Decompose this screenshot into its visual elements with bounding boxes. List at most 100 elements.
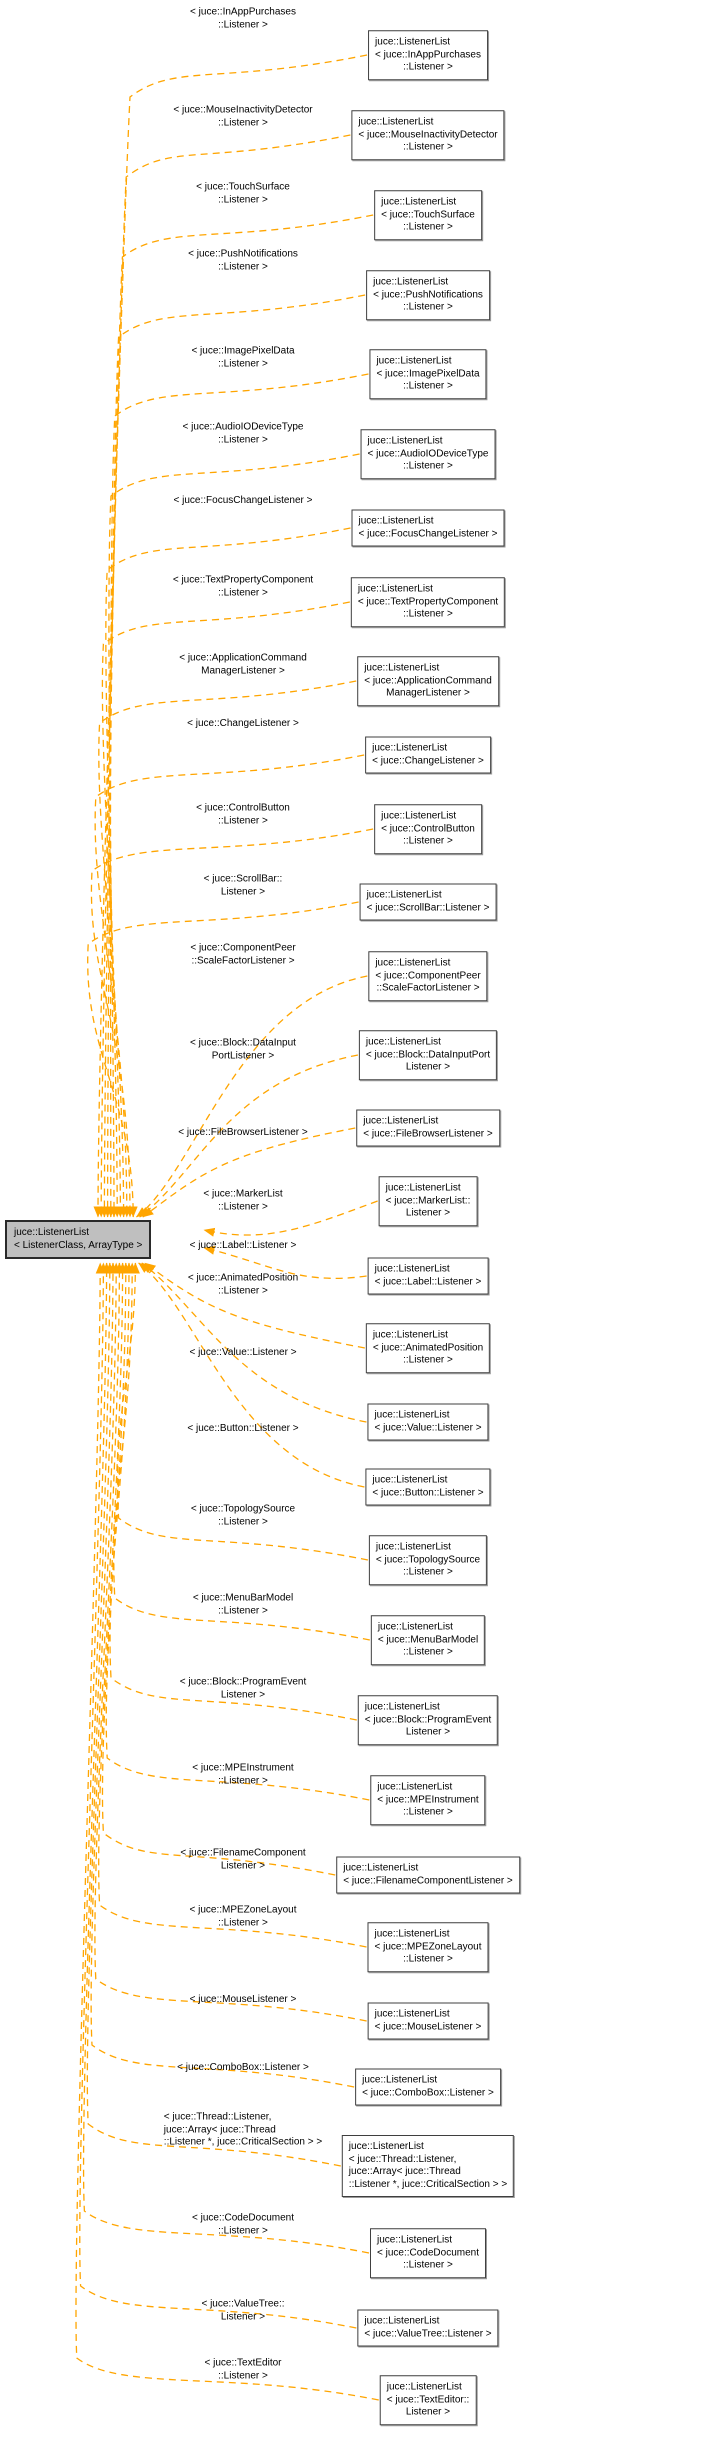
- node-text-line: < juce::CodeDocument: [376, 2246, 480, 2258]
- node-text-line: ::Listener >: [403, 380, 453, 392]
- node-text-line: juce::ListenerList: [386, 2381, 462, 2393]
- edge-path: [79, 1262, 357, 2329]
- node-text-line: juce::ListenerList: [363, 1115, 439, 1127]
- node-text-line: juce::ListenerList: [381, 196, 457, 208]
- node-text-line: < juce::ComponentPeer: [375, 969, 481, 981]
- instantiated-class-node[interactable]: juce::ListenerList< juce::ImagePixelData…: [369, 349, 487, 399]
- node-text-line: < juce::Block::ProgramEvent: [364, 1713, 492, 1725]
- node-text-line: ::Listener >: [403, 1953, 453, 1965]
- node-text-line: juce::ListenerList: [358, 515, 434, 527]
- node-text-line: juce::ListenerList: [372, 1329, 448, 1341]
- instantiated-class-node[interactable]: juce::ListenerList< juce::MouseInactivit…: [351, 110, 505, 160]
- node-text-line: < juce::TopologySource: [375, 1553, 481, 1565]
- instantiated-class-node[interactable]: juce::ListenerList< juce::ComboBox::List…: [355, 2068, 501, 2106]
- instantiated-class-node[interactable]: juce::ListenerList< juce::Thread::Listen…: [341, 2135, 515, 2197]
- node-text-line: < juce::InAppPurchases: [375, 48, 481, 60]
- node-text-line: ::Listener >: [403, 61, 453, 73]
- instantiated-class-node[interactable]: juce::ListenerList< juce::Value::Listene…: [367, 1403, 489, 1441]
- main-node-line: < ListenerClass, ArrayType >: [14, 1239, 143, 1251]
- instantiated-class-node[interactable]: juce::ListenerList< juce::Block::Program…: [357, 1695, 499, 1745]
- instantiated-class-node[interactable]: juce::ListenerList< juce::MenuBarModel::…: [370, 1615, 486, 1665]
- node-text-line: juce::ListenerList: [373, 276, 449, 288]
- edge-path: [98, 1262, 367, 1948]
- edge-path: [144, 1262, 365, 1349]
- edge-path: [138, 1262, 365, 1488]
- instantiated-class-node[interactable]: juce::ListenerList< juce::TopologySource…: [368, 1535, 488, 1585]
- instantiated-class-node[interactable]: juce::ListenerList< juce::ScrollBar::Lis…: [359, 883, 497, 921]
- edge-path: [136, 975, 368, 1218]
- edge-path: [75, 1262, 379, 2401]
- edge-path: [101, 1262, 336, 1876]
- edge-path: [106, 373, 369, 1218]
- instantiated-class-node[interactable]: juce::ListenerList< juce::Button::Listen…: [365, 1468, 491, 1506]
- instantiated-class-node[interactable]: juce::ListenerList< juce::MarkerList::Li…: [378, 1176, 478, 1226]
- node-text-line: < juce::ChangeListener >: [372, 755, 484, 766]
- node-text-line: juce::ListenerList: [374, 1263, 450, 1275]
- node-text-line: < juce::MPEZoneLayout: [374, 1940, 482, 1952]
- node-text-line: < juce::ComboBox::Listener >: [362, 2087, 494, 2098]
- instantiated-class-node[interactable]: juce::ListenerList< juce::TextPropertyCo…: [350, 577, 506, 627]
- node-text-line: < juce::MenuBarModel: [377, 1633, 479, 1645]
- node-text-line: ::Listener >: [403, 301, 453, 313]
- node-text-line: Listener >: [405, 1207, 451, 1219]
- instantiated-class-node[interactable]: juce::ListenerList< juce::FilenameCompon…: [336, 1856, 520, 1894]
- node-text-line: ::Listener >: [403, 1646, 453, 1658]
- node-text-line: ::Listener >: [403, 608, 453, 620]
- edge-path: [96, 134, 351, 1218]
- instantiated-class-node[interactable]: juce::ListenerList< juce::MPEInstrument:…: [370, 1775, 486, 1825]
- instantiated-class-node[interactable]: juce::ListenerList< juce::TouchSurface::…: [374, 190, 482, 240]
- edge-path: [116, 1262, 369, 1561]
- node-text-line: juce::ListenerList: [365, 1036, 441, 1048]
- node-text-line: < juce::Label::Listener >: [374, 1276, 482, 1287]
- node-text-line: juce::ListenerList: [372, 1474, 448, 1486]
- edge-path: [141, 1262, 367, 1423]
- instantiated-class-node[interactable]: juce::ListenerList< juce::TextEditor::Li…: [379, 2375, 477, 2425]
- node-text-line: < juce::ApplicationCommand: [364, 674, 492, 686]
- node-text-line: juce::ListenerList: [364, 662, 440, 674]
- node-text-line: < juce::ImagePixelData: [376, 367, 480, 379]
- node-text-line: < juce::MPEInstrument: [377, 1793, 479, 1805]
- node-text-line: ::Listener >: [403, 460, 453, 472]
- instantiated-class-node[interactable]: juce::ListenerList< juce::FileBrowserLis…: [356, 1109, 500, 1147]
- node-text-line: juce::ListenerList: [375, 36, 451, 48]
- node-text-line: juce::ListenerList: [377, 1621, 453, 1633]
- node-text-line: < juce::Value::Listener >: [374, 1422, 482, 1433]
- instantiated-class-node[interactable]: juce::ListenerList< juce::MPEZoneLayout:…: [367, 1922, 489, 1972]
- node-text-line: juce::ListenerList: [374, 1928, 450, 1940]
- edge-path: [103, 294, 366, 1218]
- edge-path: [99, 214, 374, 1218]
- instantiated-class-node[interactable]: juce::ListenerList< juce::FocusChangeLis…: [351, 509, 505, 547]
- node-text-line: ::Listener *, juce::CriticalSection > >: [348, 2178, 508, 2190]
- node-text-line: < juce::FocusChangeListener >: [358, 528, 498, 539]
- instantiated-class-node[interactable]: juce::ListenerList< juce::PushNotificati…: [366, 270, 490, 320]
- instantiated-class-node[interactable]: juce::ListenerList< juce::InAppPurchases…: [368, 30, 488, 80]
- node-text-line: < juce::ControlButton: [381, 822, 475, 834]
- instantiated-class-node[interactable]: juce::ListenerList< juce::ApplicationCom…: [357, 656, 499, 706]
- instantiated-class-node[interactable]: juce::ListenerList< juce::ComponentPeer:…: [368, 951, 488, 1001]
- instantiated-class-node[interactable]: juce::ListenerList< juce::Block::DataInp…: [358, 1030, 498, 1080]
- edge-path: [82, 1262, 370, 2254]
- node-text-line: juce::ListenerList: [343, 1862, 419, 1874]
- edge-path: [105, 1262, 370, 1801]
- instantiated-class-node[interactable]: juce::ListenerList< juce::ControlButton:…: [374, 804, 482, 854]
- node-text-line: juce::ListenerList: [375, 957, 451, 969]
- node-text-line: ::Listener >: [403, 141, 453, 153]
- instantiated-class-node[interactable]: juce::ListenerList< juce::AnimatedPositi…: [365, 1323, 491, 1373]
- node-text-line: < juce::FileBrowserListener >: [363, 1128, 493, 1139]
- node-text-line: ::Listener >: [403, 2259, 453, 2271]
- main-class-node: juce::ListenerList < ListenerClass, Arra…: [5, 1220, 152, 1259]
- node-text-line: < juce::AudioIODeviceType: [367, 447, 489, 459]
- edge-path: [139, 1054, 359, 1218]
- instantiated-class-node[interactable]: juce::ListenerList< juce::Label::Listene…: [367, 1257, 489, 1295]
- instantiated-class-node[interactable]: juce::ListenerList< juce::AudioIODeviceT…: [360, 429, 496, 479]
- instantiated-class-node[interactable]: juce::ListenerList< juce::ValueTree::Lis…: [357, 2309, 499, 2347]
- instantiated-class-node[interactable]: juce::ListenerList< juce::CodeDocument::…: [369, 2228, 487, 2278]
- instantiated-class-node[interactable]: juce::ListenerList< juce::ChangeListener…: [365, 736, 491, 774]
- node-text-line: < juce::AnimatedPosition: [372, 1341, 484, 1353]
- instantiated-class-node[interactable]: juce::ListenerList< juce::MouseListener …: [367, 2002, 489, 2040]
- node-text-line: juce::ListenerList: [362, 2074, 438, 2086]
- edge-path: [113, 1262, 370, 1641]
- node-text-line: juce::ListenerList: [372, 742, 448, 754]
- edge-path: [109, 1262, 357, 1721]
- node-text-line: juce::ListenerList: [377, 1781, 453, 1793]
